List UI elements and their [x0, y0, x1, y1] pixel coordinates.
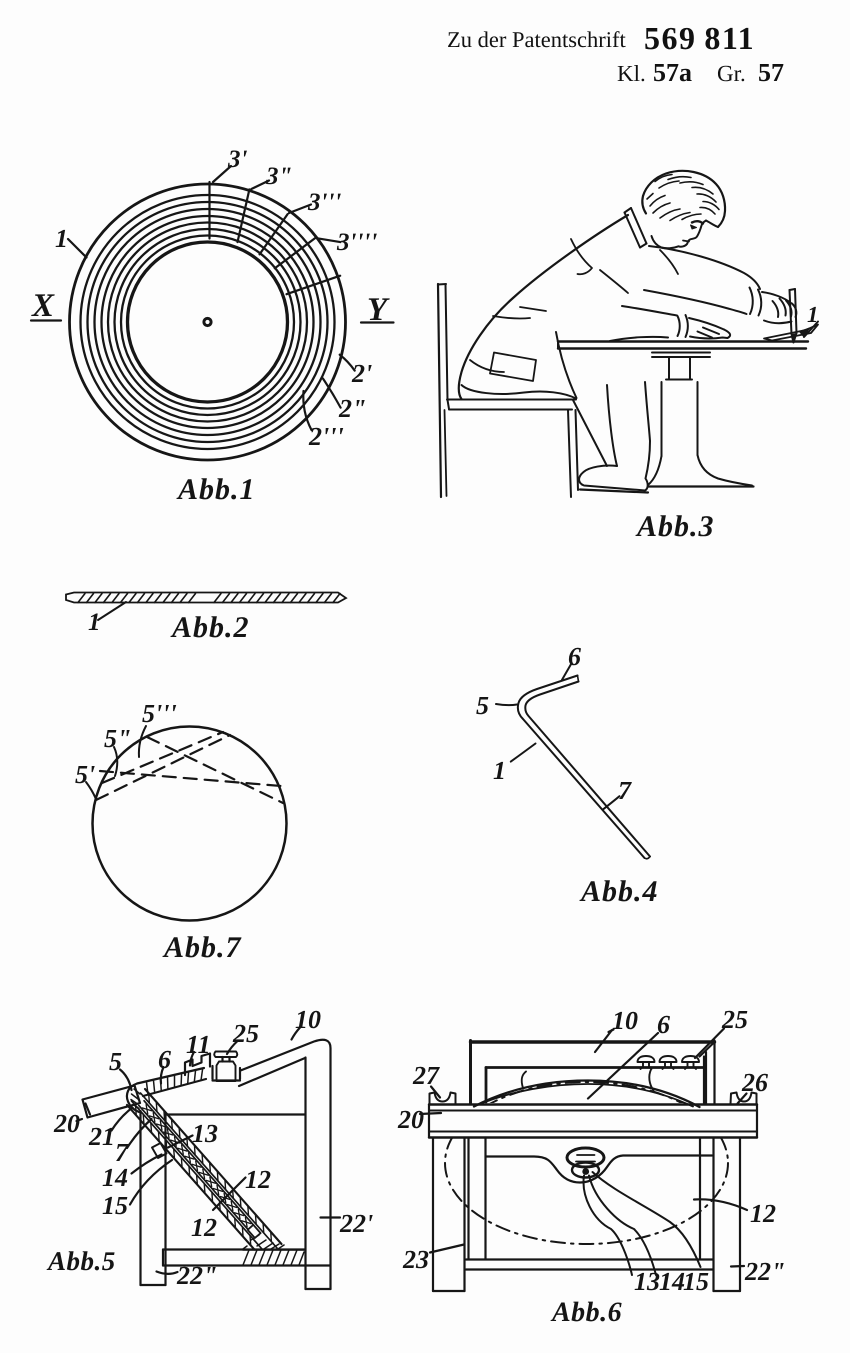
- svg-text:3": 3": [265, 163, 292, 190]
- svg-text:11: 11: [186, 1030, 211, 1059]
- svg-text:25: 25: [721, 1005, 748, 1034]
- svg-text:5: 5: [109, 1047, 122, 1076]
- svg-text:5': 5': [75, 760, 95, 789]
- svg-text:1: 1: [807, 302, 819, 327]
- svg-text:569 811: 569 811: [644, 20, 755, 56]
- svg-text:27: 27: [412, 1061, 440, 1090]
- svg-text:13: 13: [634, 1267, 660, 1296]
- svg-text:25: 25: [232, 1019, 259, 1048]
- svg-text:3''': 3''': [307, 189, 341, 216]
- svg-text:2": 2": [338, 394, 366, 423]
- svg-text:6: 6: [158, 1045, 171, 1074]
- svg-text:21: 21: [88, 1122, 115, 1151]
- svg-text:6: 6: [568, 642, 581, 671]
- svg-text:12: 12: [750, 1199, 776, 1228]
- svg-text:Y: Y: [367, 292, 390, 328]
- svg-text:10: 10: [612, 1006, 638, 1035]
- svg-text:57: 57: [758, 58, 784, 87]
- svg-text:6: 6: [657, 1010, 670, 1039]
- svg-text:20: 20: [53, 1109, 80, 1138]
- svg-text:7: 7: [115, 1138, 129, 1167]
- svg-text:Zu der Patentschrift: Zu der Patentschrift: [447, 27, 626, 52]
- svg-text:22": 22": [744, 1257, 785, 1286]
- svg-text:20: 20: [397, 1105, 424, 1134]
- svg-text:23: 23: [402, 1245, 429, 1274]
- svg-text:Abb.5: Abb.5: [46, 1246, 116, 1276]
- svg-text:Abb.2: Abb.2: [170, 611, 250, 644]
- svg-text:10: 10: [295, 1005, 321, 1034]
- svg-text:Abb.3: Abb.3: [635, 510, 715, 543]
- svg-text:15: 15: [683, 1267, 709, 1296]
- svg-text:X: X: [31, 288, 55, 324]
- svg-text:14: 14: [659, 1267, 685, 1296]
- svg-text:Abb.7: Abb.7: [162, 931, 242, 964]
- svg-text:12: 12: [245, 1165, 271, 1194]
- svg-text:22": 22": [176, 1261, 217, 1290]
- svg-text:1: 1: [88, 609, 101, 636]
- svg-text:Abb.6: Abb.6: [550, 1297, 622, 1328]
- svg-text:12: 12: [191, 1213, 217, 1242]
- svg-text:Gr.: Gr.: [717, 61, 746, 86]
- svg-text:Abb.1: Abb.1: [176, 473, 256, 506]
- svg-text:2': 2': [351, 359, 372, 388]
- svg-text:5": 5": [104, 724, 131, 753]
- svg-text:57a: 57a: [653, 58, 692, 87]
- svg-text:Abb.4: Abb.4: [579, 875, 659, 908]
- svg-text:1: 1: [55, 224, 68, 253]
- svg-text:7: 7: [618, 776, 632, 805]
- svg-text:14: 14: [102, 1163, 128, 1192]
- svg-text:5''': 5''': [142, 699, 177, 728]
- svg-text:2''': 2''': [308, 422, 344, 451]
- svg-text:26: 26: [741, 1068, 768, 1097]
- svg-text:5: 5: [476, 691, 489, 720]
- svg-text:Kl.: Kl.: [617, 61, 646, 86]
- svg-text:3'''': 3'''': [336, 229, 377, 256]
- svg-text:3': 3': [227, 146, 248, 173]
- svg-text:15: 15: [102, 1191, 128, 1220]
- svg-text:1: 1: [493, 756, 506, 785]
- svg-text:22': 22': [339, 1209, 373, 1238]
- svg-text:13: 13: [192, 1119, 218, 1148]
